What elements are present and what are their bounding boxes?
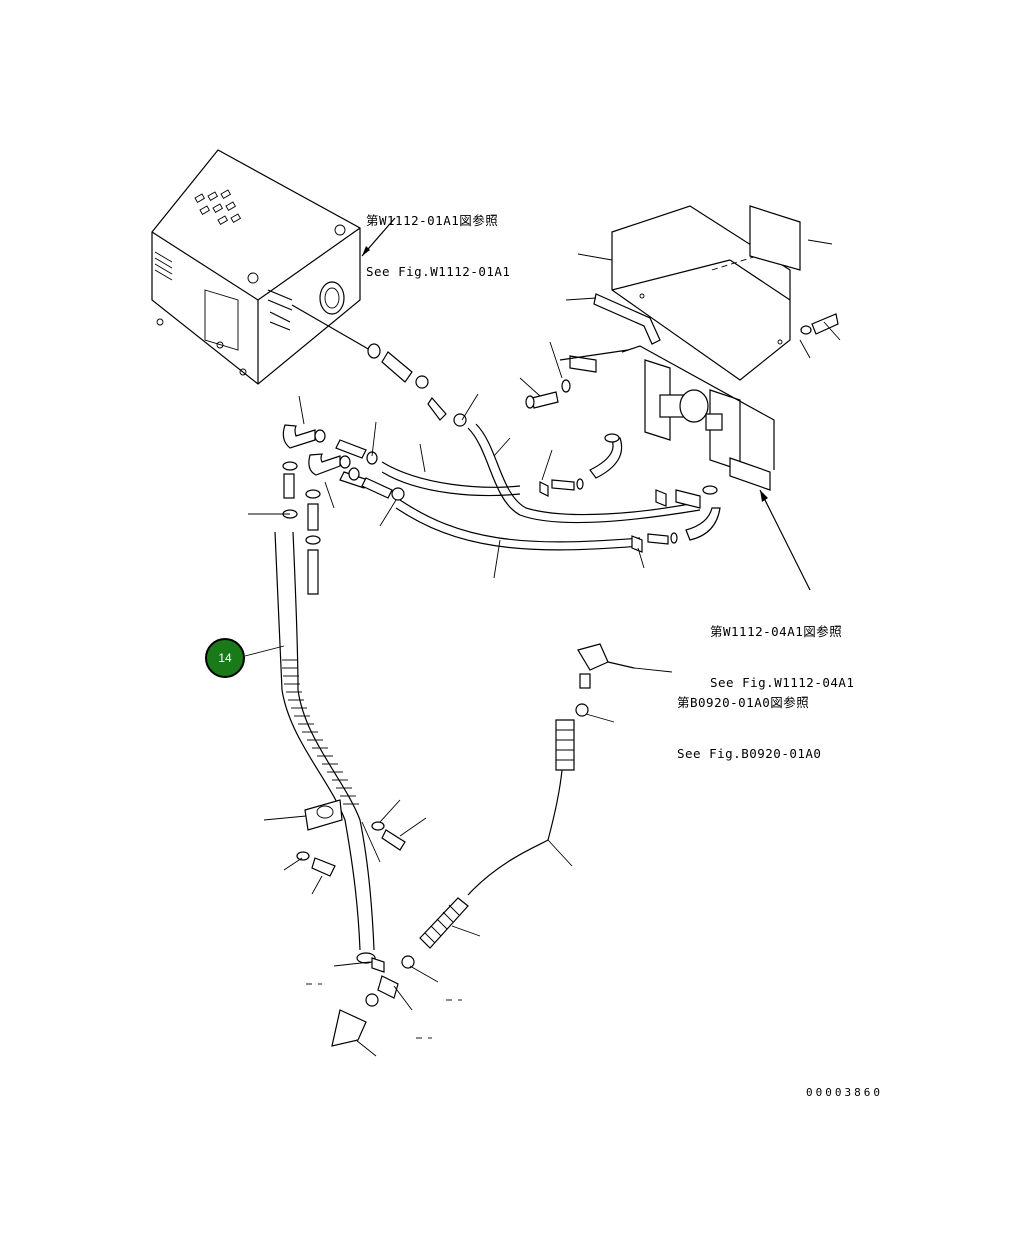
reference-note-b0920-01a0: 第B0920-01A0図参照 See Fig.B0920-01A0 — [677, 660, 821, 779]
drawing-id: 00003860 — [806, 1086, 883, 1099]
hose-clamp — [296, 799, 406, 877]
callout-label: 14 — [218, 651, 232, 665]
valve-bracket — [621, 345, 775, 491]
reference-note-w1112-01a1: 第W1112-01A1図参照 See Fig.W1112-01A1 — [366, 178, 510, 297]
right-side-fittings — [539, 433, 721, 553]
callout-14[interactable]: 14 — [205, 638, 245, 678]
reference-jp: 第W1112-04A1図参照 — [710, 624, 843, 639]
upper-hose-set — [291, 304, 701, 551]
reference-note-w1112-04a1: 第W1112-04A1図参照 See Fig.W1112-04A1 — [710, 589, 854, 708]
lower-fittings — [331, 643, 635, 1047]
mounting-parts — [525, 293, 839, 409]
reference-jp: 第B0920-01A0図参照 — [677, 695, 810, 710]
elbow-fittings — [282, 424, 405, 595]
main-hose — [274, 531, 376, 964]
leader-lines — [244, 239, 841, 1057]
reference-en: See Fig.W1112-01A1 — [366, 264, 511, 279]
reference-en: See Fig.W1112-04A1 — [710, 675, 855, 690]
valve-cover — [611, 205, 801, 381]
heater-unit — [151, 149, 361, 385]
reference-jp: 第W1112-01A1図参照 — [366, 213, 499, 228]
reference-en: See Fig.B0920-01A0 — [677, 746, 822, 761]
